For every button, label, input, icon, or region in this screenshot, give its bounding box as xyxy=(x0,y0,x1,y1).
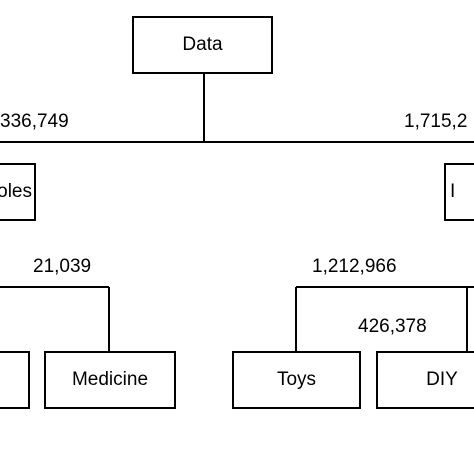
diy-node: DIY xyxy=(376,351,474,409)
right-category-node: I xyxy=(444,163,474,221)
diy-node-label: DIY xyxy=(426,369,458,390)
left-category-node: oles xyxy=(0,163,36,221)
toys-node-label: Toys xyxy=(276,369,317,390)
diy-value: 426,378 xyxy=(358,316,427,337)
left-child-partial-node xyxy=(0,351,30,409)
medicine-node-label: Medicine xyxy=(71,369,149,390)
toys-node: Toys xyxy=(232,351,361,409)
root-left-value: 336,749 xyxy=(0,111,69,132)
root-node: Data xyxy=(132,16,273,74)
root-node-label: Data xyxy=(182,34,223,55)
medicine-node: Medicine xyxy=(44,351,176,409)
toys-value: 1,212,966 xyxy=(312,256,397,277)
root-right-value: 1,715,2 xyxy=(404,111,468,132)
left-branch-value: 21,039 xyxy=(33,256,92,277)
right-category-node-label: I xyxy=(450,181,456,202)
left-category-node-label: oles xyxy=(0,181,32,202)
